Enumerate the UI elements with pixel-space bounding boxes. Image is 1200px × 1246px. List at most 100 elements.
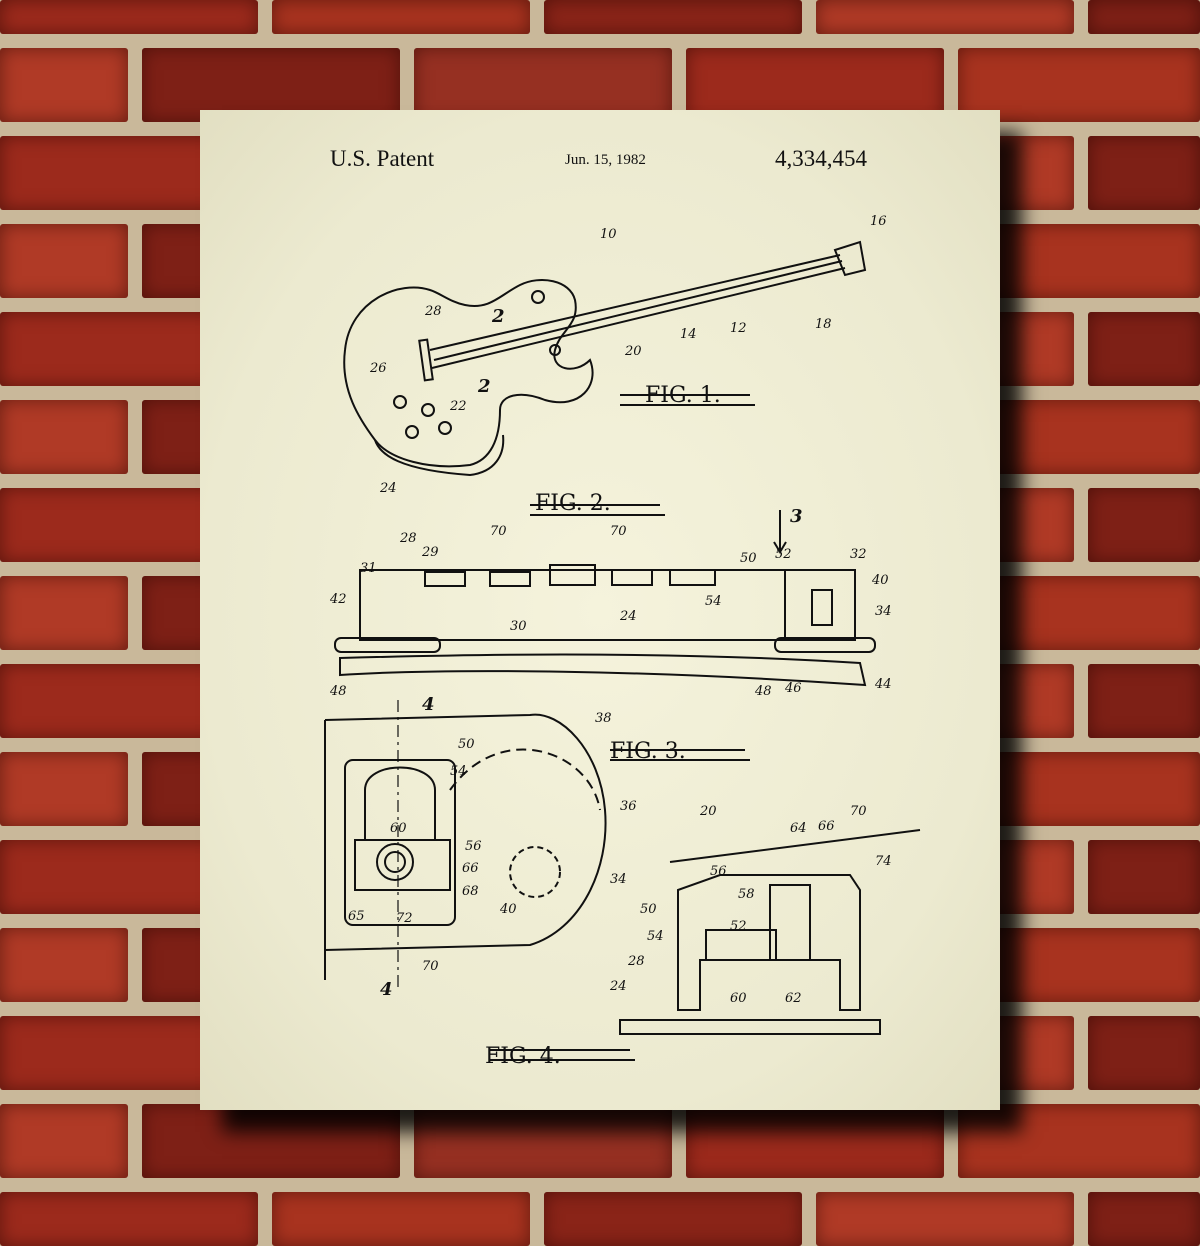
- brick: [414, 1104, 672, 1178]
- brick: [272, 0, 530, 34]
- reference-label: 74: [875, 854, 892, 869]
- brick: [0, 928, 128, 1002]
- figure-label: FIG. 3.: [610, 739, 686, 764]
- patent-poster: U.S. Patent Jun. 15, 1982 4,334,454: [200, 110, 1000, 1110]
- reference-label: 60: [390, 821, 407, 836]
- brick: [1088, 488, 1200, 562]
- brick: [958, 48, 1200, 122]
- brick: [0, 224, 128, 298]
- reference-label: 66: [462, 861, 479, 876]
- reference-label: 52: [775, 547, 792, 562]
- brick: [544, 1192, 802, 1246]
- reference-label: 46: [784, 681, 802, 696]
- brick: [1088, 1016, 1200, 1090]
- brick: [0, 0, 258, 34]
- brick: [958, 1104, 1200, 1178]
- reference-label: 54: [705, 594, 722, 609]
- reference-label: 70: [610, 524, 627, 539]
- reference-label: 2: [477, 376, 491, 397]
- reference-label: 29: [421, 545, 439, 560]
- brick: [1088, 0, 1200, 34]
- reference-label: 12: [730, 321, 747, 336]
- figure-label: FIG. 1.: [645, 383, 721, 408]
- brick: [272, 1192, 530, 1246]
- reference-label: 20: [699, 804, 717, 819]
- brick: [1088, 312, 1200, 386]
- reference-label: 22: [449, 399, 467, 414]
- reference-label: 54: [647, 929, 664, 944]
- brick: [544, 0, 802, 34]
- reference-label: 24: [619, 609, 637, 624]
- reference-label: 28: [399, 531, 417, 546]
- brick: [0, 576, 128, 650]
- reference-label: 28: [627, 954, 645, 969]
- reference-label: 48: [329, 684, 347, 699]
- reference-label: 14: [680, 327, 697, 342]
- reference-label: 52: [730, 919, 747, 934]
- fig4-bridge-section-drawing: [490, 829, 921, 1061]
- reference-label: 34: [610, 872, 627, 887]
- reference-label: 70: [490, 524, 507, 539]
- brick: [0, 48, 128, 122]
- reference-label: 36: [620, 799, 637, 814]
- fig3-bridge-top-drawing: [324, 700, 750, 990]
- patent-date: Jun. 15, 1982: [565, 152, 646, 168]
- reference-label: 65: [348, 909, 365, 924]
- reference-label: 24: [609, 979, 627, 994]
- reference-label: 54: [450, 764, 467, 779]
- brick: [142, 1104, 400, 1178]
- brick: [0, 752, 128, 826]
- figure-label: FIG. 2.: [535, 491, 611, 516]
- brick: [816, 0, 1074, 34]
- reference-label: 20: [624, 344, 642, 359]
- reference-label: 34: [875, 604, 892, 619]
- brick: [414, 48, 672, 122]
- reference-label: 10: [600, 227, 617, 242]
- brick: [816, 1192, 1074, 1246]
- reference-label: 60: [730, 991, 747, 1006]
- reference-label: 30: [510, 619, 527, 634]
- reference-label: 56: [465, 839, 482, 854]
- reference-label: 3: [790, 506, 803, 527]
- reference-label: 31: [360, 561, 377, 576]
- reference-label: 28: [424, 304, 442, 319]
- reference-label: 48: [754, 684, 772, 699]
- reference-label: 56: [710, 864, 727, 879]
- brick: [0, 1192, 258, 1246]
- reference-label: 2: [491, 306, 505, 327]
- brick: [1088, 136, 1200, 210]
- reference-label: 44: [874, 677, 892, 692]
- reference-label: 40: [499, 902, 517, 917]
- brick: [1088, 840, 1200, 914]
- reference-label: 24: [379, 481, 397, 496]
- fig2-bridge-side-drawing: [334, 504, 876, 687]
- brick: [142, 48, 400, 122]
- reference-label: 4: [380, 979, 393, 1000]
- reference-label: 16: [870, 214, 887, 229]
- reference-label: 70: [422, 959, 439, 974]
- fig1-guitar-drawing: [343, 240, 867, 477]
- reference-label: 50: [640, 902, 657, 917]
- brick: [686, 48, 944, 122]
- reference-label: 66: [818, 819, 835, 834]
- reference-label: 26: [369, 361, 387, 376]
- reference-label: 62: [785, 991, 802, 1006]
- reference-label: 50: [740, 551, 757, 566]
- figure-label: FIG. 4.: [485, 1044, 561, 1069]
- reference-label: 42: [329, 592, 347, 607]
- reference-label: 50: [458, 737, 475, 752]
- reference-label: 70: [850, 804, 867, 819]
- reference-label: 38: [595, 711, 612, 726]
- brick: [1088, 1192, 1200, 1246]
- reference-label: 64: [790, 821, 807, 836]
- figure-labels: FIG. 1. FIG. 2. FIG. 3. FIG. 4.: [485, 383, 721, 1069]
- brick: [686, 1104, 944, 1178]
- reference-label: 40: [871, 573, 889, 588]
- reference-label: 18: [815, 317, 832, 332]
- reference-label: 4: [422, 694, 435, 715]
- brick: [0, 400, 128, 474]
- reference-label: 68: [462, 884, 479, 899]
- brick: [0, 1104, 128, 1178]
